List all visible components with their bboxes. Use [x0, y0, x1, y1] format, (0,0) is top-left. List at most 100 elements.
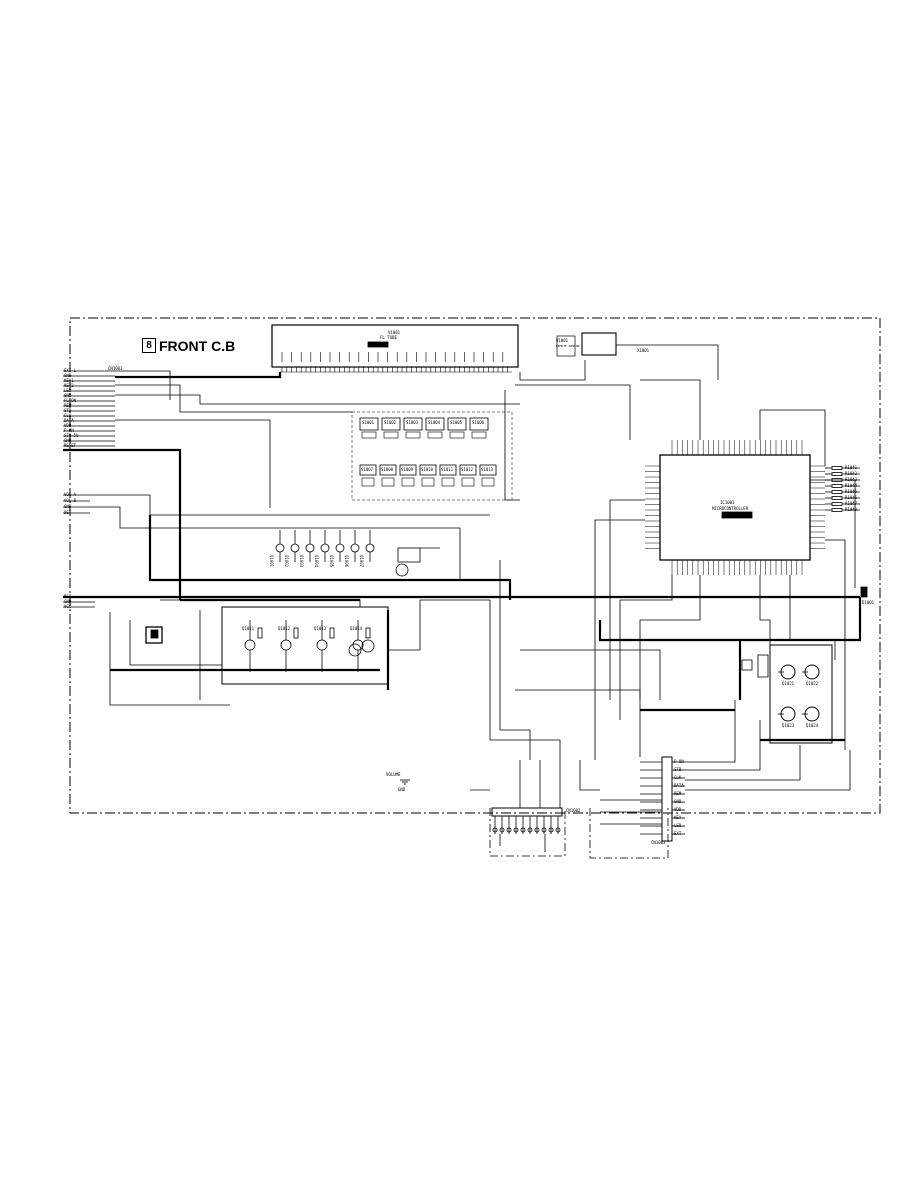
transistor-row [270, 527, 440, 577]
sensor-body [581, 332, 617, 356]
transistor-symbol [350, 543, 360, 553]
left-connector-pin-label: KEY1 [64, 378, 74, 383]
switch-matrix-frame [351, 411, 513, 501]
wire [619, 575, 673, 720]
wire [685, 720, 761, 771]
amp-label: Q1011 [242, 626, 255, 631]
bus-wire [63, 448, 182, 600]
transistor-ic-symbol [395, 563, 409, 577]
switch-bottom-contact [461, 477, 475, 487]
wire [489, 600, 561, 808]
bus-wire [598, 597, 862, 642]
amp-transistor-out-2 [361, 639, 375, 653]
right-resistor-label: R1045 [845, 489, 858, 494]
bottom-connector-ref: CN1002 [566, 808, 581, 813]
wire [759, 575, 771, 645]
right-resistor [831, 508, 843, 512]
switch-bottom-label: S1011 [441, 467, 454, 472]
amp-label: Q1012 [278, 626, 291, 631]
sensor-label-box [556, 335, 576, 357]
wire [90, 506, 270, 529]
right-connector-body [661, 756, 673, 842]
wire [640, 379, 701, 440]
switch-top-contact [361, 431, 377, 439]
wire [520, 649, 661, 700]
wire [639, 575, 701, 757]
amp-resistor [365, 627, 371, 639]
switch-top-contact [471, 431, 487, 439]
right-resistor-label: R1041 [845, 465, 858, 470]
wire [115, 419, 271, 508]
amp-transistor-out [348, 643, 362, 657]
left-bottom-pin-label: RCV [64, 594, 72, 599]
vfd-tube-body [271, 324, 519, 368]
bus-wire [115, 372, 282, 379]
vfd-ref: V1001 [388, 330, 401, 335]
left-connector-pin-label: KEY2 [64, 383, 74, 388]
wire [515, 384, 631, 440]
switch-bottom-contact [481, 477, 495, 487]
wire [825, 539, 846, 750]
wire [109, 612, 230, 706]
left-connector-pin-label: GND [64, 393, 72, 398]
wire [519, 360, 586, 381]
right-connector-pin-label: CLK [674, 775, 682, 780]
left-connector-ref: CN1001 [108, 366, 123, 371]
wire [115, 384, 352, 413]
bottom-connector-contact [534, 827, 540, 833]
transistor-ic [397, 547, 421, 563]
right-resistor-label: R1044 [845, 483, 858, 488]
wire [515, 689, 641, 700]
right-stage-label: Q1021 [782, 681, 795, 686]
amp-transistor [280, 639, 292, 651]
switch-bottom-label: S1012 [461, 467, 474, 472]
right-connector-pin-label: KEY [674, 815, 682, 820]
led-indicator [860, 586, 868, 598]
right-connector-pin-label: DATA [674, 783, 684, 788]
transistor-symbol [275, 543, 285, 553]
left-connector-pin-label: CLK [64, 413, 72, 418]
amp-transistor [244, 639, 256, 651]
switch-bottom-label: S1008 [381, 467, 394, 472]
bottom-connector-contact [520, 827, 526, 833]
board-outline-bottom-ext-2 [589, 808, 669, 859]
bus-wire [148, 515, 512, 600]
switch-bottom-contact [361, 477, 375, 487]
left-connector-pin-label: GND [64, 438, 72, 443]
switch-top [447, 417, 467, 431]
amp-label: Q1013 [314, 626, 327, 631]
wire [115, 370, 171, 400]
right-stage-part-2 [741, 659, 753, 671]
vfd-pin-row [280, 352, 512, 373]
bottom-connector-contact [506, 827, 512, 833]
bottom-connector-body [491, 807, 563, 817]
right-connector-pin-label: REM [674, 791, 682, 796]
left-connector-pin-label: DATA [64, 418, 74, 423]
switch-top-label: S1006 [472, 420, 485, 425]
right-stage-label: Q1022 [806, 681, 819, 686]
wire [90, 494, 490, 516]
right-resistor [831, 490, 843, 494]
switch-bottom-contact [401, 477, 415, 487]
switch-top-contact [449, 431, 465, 439]
switch-bottom-label: S1007 [361, 467, 374, 472]
mcu-name: MICROCONTROLLER [712, 506, 749, 511]
transistor-label: Q1001 [269, 555, 274, 568]
right-connector-pin-label: LED [674, 823, 682, 828]
bottom-connector-pins [492, 816, 561, 852]
bottom-connector-contact [541, 827, 547, 833]
right-connector-pin-label: VDD [674, 807, 682, 812]
switch-top [381, 417, 401, 431]
transistor-label: Q1007 [359, 555, 364, 568]
right-connector-ref: CN1003 [651, 840, 666, 845]
vfd-name: FL TUBE [380, 335, 397, 340]
wire [129, 620, 222, 666]
right-stage-part [757, 654, 769, 678]
ground-symbol [400, 779, 410, 785]
right-connector-pin-label: EXT [674, 831, 682, 836]
left-connector-pin-label: STB [64, 408, 72, 413]
left-connector-pin-label: P-ON [64, 428, 74, 433]
switch-bottom [459, 464, 477, 476]
switch-top [469, 417, 489, 431]
